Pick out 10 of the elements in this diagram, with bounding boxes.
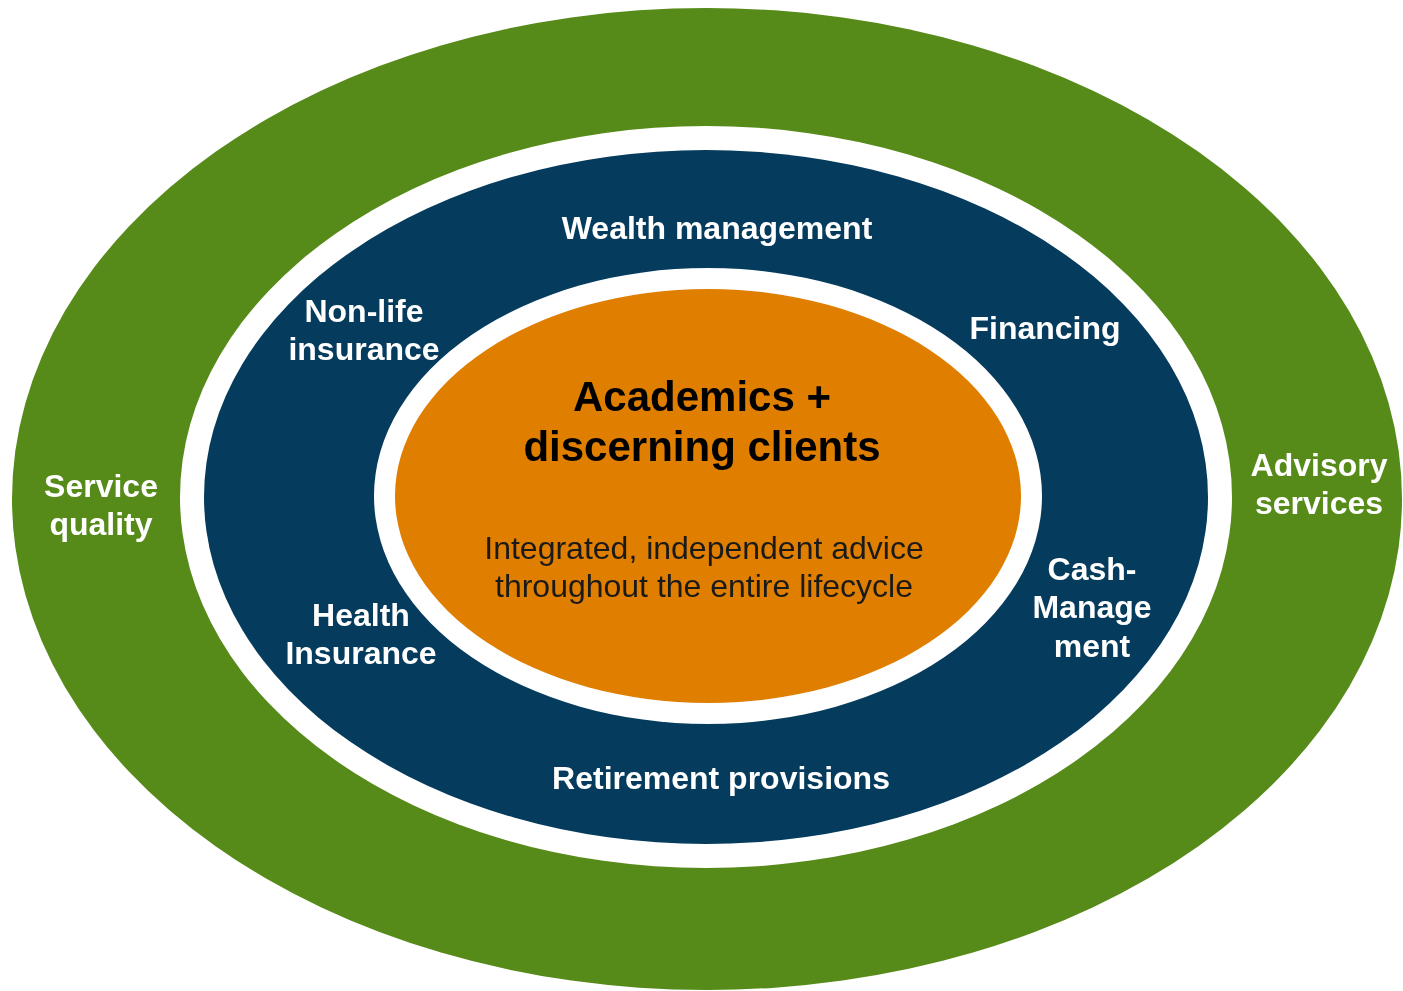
service-label: Health Insurance <box>284 595 438 673</box>
ring-label: Advisory services <box>1249 445 1389 523</box>
service-label: Retirement provisions <box>551 758 891 798</box>
service-label: Wealth management <box>560 208 874 248</box>
service-label: Financing <box>968 308 1122 348</box>
center-heading: Academics + discerning clients <box>522 371 882 472</box>
service-label: Non-life insurance <box>287 291 441 369</box>
ring-label: Service quality <box>43 466 159 544</box>
service-label: Cash- Manage ment <box>1031 550 1153 666</box>
center-description: Integrated, independent advice throughout the entire lifecycle <box>483 528 925 606</box>
